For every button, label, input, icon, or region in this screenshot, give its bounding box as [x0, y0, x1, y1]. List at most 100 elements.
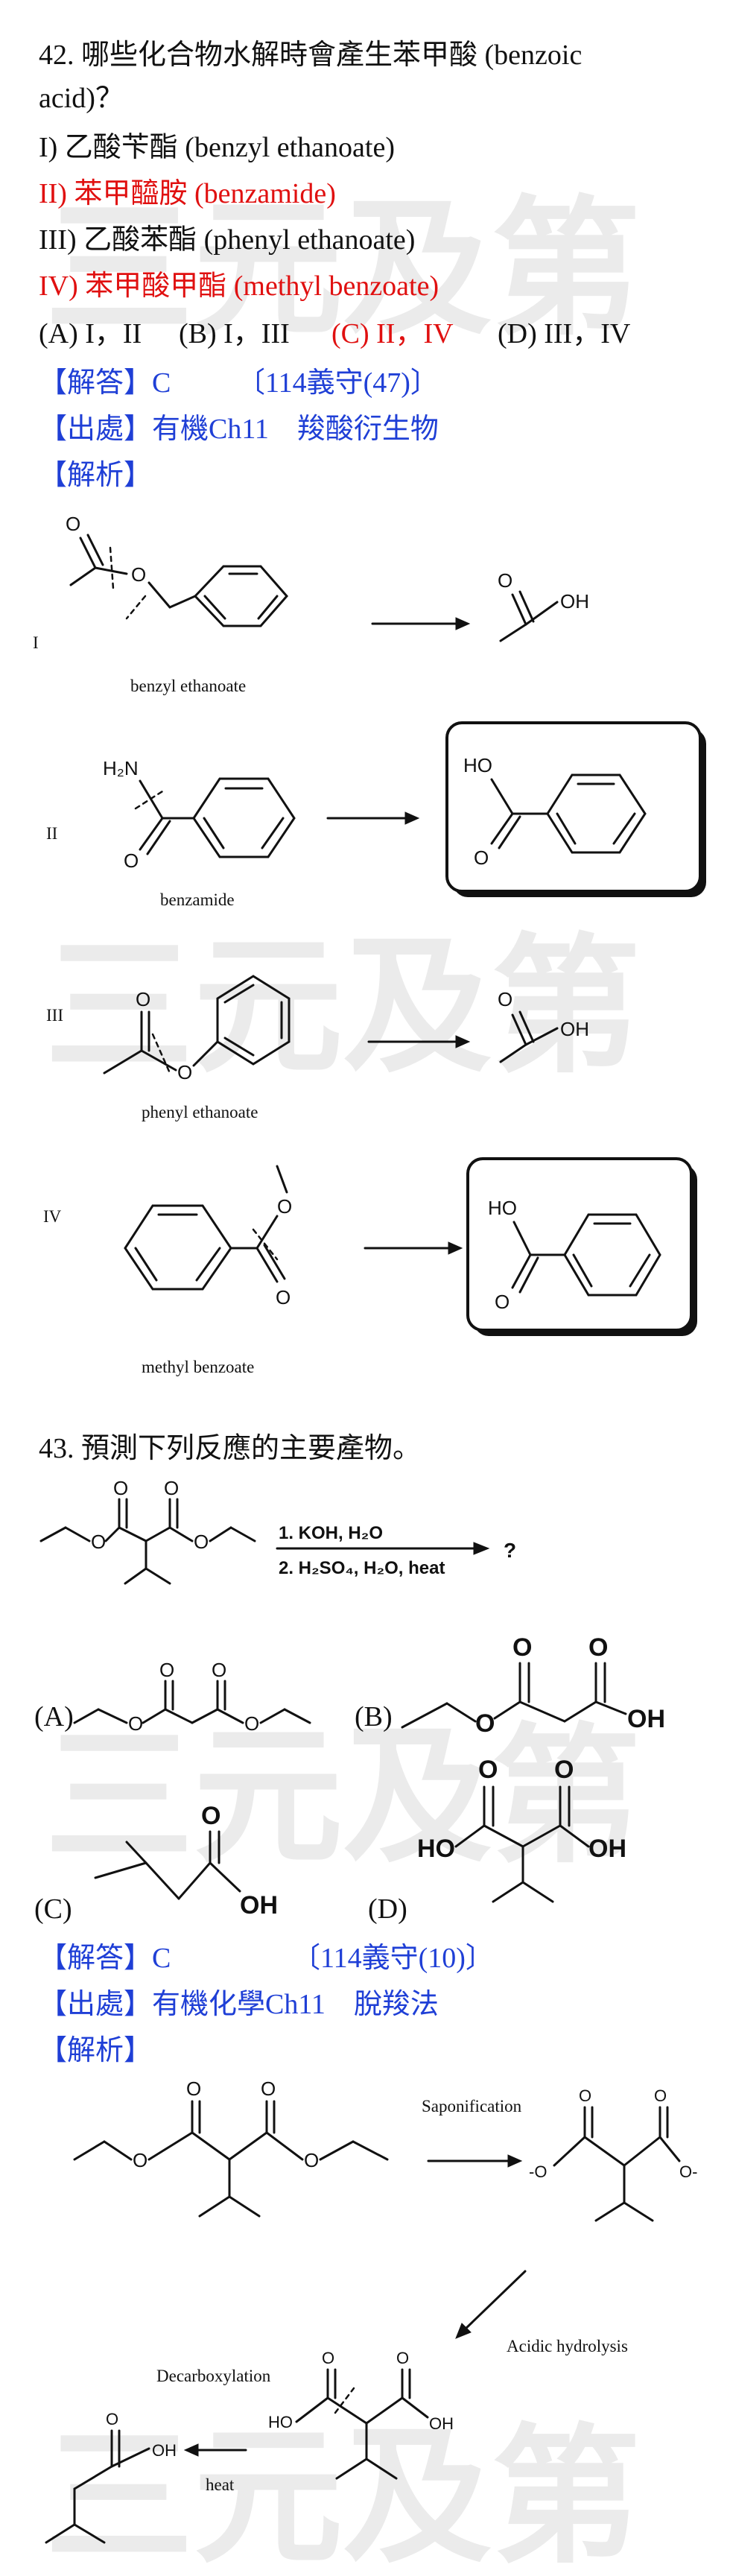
- atom-label: OH: [152, 2441, 177, 2460]
- mechanism-acidic-hydrolysis: Acidic hydrolysis: [455, 2270, 628, 2355]
- diethyl-isopropylmalonate-structure: O O O O 1. KOH, H₂O 2. H₂SO₄, H₂O, heat …: [39, 1477, 516, 1585]
- option-b-structure: O O O OH: [401, 1633, 665, 1738]
- atom-label: O: [498, 569, 512, 592]
- q42-stem-line2: acid)？: [39, 83, 124, 114]
- atom-label: O: [131, 563, 146, 586]
- step-saponification: Saponification: [422, 2097, 522, 2115]
- atom-label: O: [554, 1756, 574, 1784]
- atom-label: HO: [268, 2413, 293, 2431]
- atom-label: O: [133, 2149, 147, 2171]
- atom-label: OH: [560, 1018, 589, 1040]
- q42-option-3: III) 乙酸苯酯 (phenyl ethanoate): [39, 224, 416, 256]
- atom-label: OH: [588, 1835, 626, 1863]
- option-d-structure: HO O O OH: [417, 1756, 626, 1903]
- option-c-structure: O OH: [94, 1802, 278, 1920]
- atom-label: O: [495, 1291, 510, 1313]
- mechanism-malonic-acid: HO O O OH: [268, 2349, 454, 2480]
- atom-label: O: [113, 1477, 128, 1499]
- atom-label: O: [136, 988, 150, 1010]
- mol-label-methyl-benzoate: methyl benzoate: [142, 1358, 254, 1376]
- mol-label-benzamide: benzamide: [160, 890, 235, 909]
- q43-option-b: (B): [355, 1701, 393, 1732]
- step-decarboxylation: Decarboxylation: [156, 2367, 271, 2385]
- atom-label: H₂N: [103, 757, 139, 779]
- atom-label: O: [244, 1712, 259, 1735]
- step-acidic-hydrolysis: Acidic hydrolysis: [507, 2337, 628, 2355]
- atom-label: O: [106, 2410, 118, 2428]
- atom-label: O: [475, 1709, 495, 1738]
- atom-label: OH: [240, 1891, 278, 1920]
- q43-option-c: (C): [34, 1893, 72, 1925]
- atom-label: O: [212, 1659, 226, 1681]
- atom-label: HO: [488, 1197, 517, 1219]
- q43-option-d: (D): [368, 1893, 407, 1925]
- roman-label-iv: IV: [43, 1207, 62, 1226]
- phenyl-ethanoate-structure: III O O phenyl ethanoate O OH: [46, 975, 589, 1121]
- atom-label: O: [177, 1061, 192, 1083]
- atom-label: O-: [679, 2162, 697, 2181]
- atom-label: O: [588, 1633, 608, 1662]
- benzyl-ethanoate-structure: I O O benzyl ethanoate O OH: [33, 513, 589, 695]
- roman-label-ii: II: [46, 824, 57, 843]
- reagent-2: 2. H₂SO₄, H₂O, heat: [279, 1558, 445, 1578]
- question-mark: ?: [504, 1539, 516, 1562]
- q43-stem: 43. 預測下列反應的主要產物。: [39, 1433, 422, 1464]
- atom-label: O: [91, 1531, 106, 1553]
- benzamide-structure: II H₂N O benzamide HO O: [46, 721, 706, 909]
- atom-label: O: [194, 1531, 209, 1553]
- atom-label: O: [322, 2349, 334, 2367]
- atom-label: O: [478, 1756, 498, 1784]
- q42-stem-line1: 42. 哪些化合物水解時會產生苯甲酸 (benzoic: [39, 39, 583, 71]
- q42-option-4: IV) 苯甲酸甲酯 (methyl benzoate): [39, 270, 439, 302]
- mol-label-benzyl-ethanoate: benzyl ethanoate: [130, 677, 246, 695]
- methyl-benzoate-structure: IV O O methyl benzoate HO O: [43, 1157, 697, 1376]
- reagent-1: 1. KOH, H₂O: [279, 1523, 383, 1543]
- q43-source: 【出處】有機化學Ch11 脫羧法: [39, 1989, 439, 2020]
- q42-choice-a: (A) I，II: [39, 318, 142, 349]
- atom-label: O: [261, 2077, 276, 2100]
- atom-label: O: [186, 2077, 201, 2100]
- mechanism-saponification: O O O O Saponification -O O O O-: [73, 2077, 697, 2222]
- q42-option-2: II) 苯甲醯胺 (benzamide): [39, 178, 336, 209]
- mol-label-phenyl-ethanoate: phenyl ethanoate: [142, 1103, 258, 1121]
- atom-label: O: [277, 1195, 292, 1218]
- q43-analysis: 【解析】: [39, 2035, 153, 2066]
- roman-label-iii: III: [46, 1006, 63, 1025]
- q42-choice-c: (C) II，IV: [331, 318, 454, 349]
- q42-option-1: I) 乙酸苄酯 (benzyl ethanoate): [39, 132, 395, 163]
- q43-answer: 【解答】C: [39, 1943, 171, 1974]
- atom-label: O: [276, 1286, 291, 1308]
- atom-label: O: [396, 2349, 409, 2367]
- atom-label: O: [654, 2086, 667, 2105]
- q43-option-a: (A): [34, 1701, 74, 1732]
- atom-label: OH: [627, 1705, 665, 1733]
- q42-source: 【出處】有機Ch11 羧酸衍生物: [39, 414, 439, 445]
- roman-label-i: I: [33, 633, 39, 652]
- atom-label: O: [201, 1802, 220, 1830]
- q42-answer: 【解答】C: [39, 367, 171, 399]
- mechanism-decarboxylation: Decarboxylation heat O OH: [45, 2367, 271, 2544]
- atom-label: OH: [560, 590, 589, 613]
- q42-choice-b: (B) I，III: [179, 318, 290, 349]
- atom-label: -O: [529, 2162, 547, 2181]
- atom-label: O: [159, 1659, 174, 1681]
- atom-label: O: [164, 1477, 179, 1499]
- atom-label: O: [304, 2149, 319, 2171]
- atom-label: O: [579, 2086, 591, 2105]
- atom-label: O: [474, 846, 489, 869]
- q42-answer-ref: 〔114義守(47)〕: [237, 367, 439, 399]
- q42-choice-d: (D) III，IV: [498, 318, 631, 349]
- option-a-structure: O O O O: [73, 1659, 311, 1735]
- atom-label: O: [128, 1712, 143, 1735]
- atom-label: O: [124, 849, 139, 872]
- q43-answer-ref: 〔114義守(10)〕: [292, 1943, 494, 1974]
- atom-label: O: [512, 1633, 532, 1662]
- step-heat: heat: [206, 2475, 235, 2494]
- q42-analysis: 【解析】: [39, 460, 153, 491]
- atom-label: HO: [417, 1835, 455, 1863]
- atom-label: OH: [429, 2414, 454, 2433]
- atom-label: O: [66, 513, 80, 535]
- atom-label: HO: [463, 754, 492, 776]
